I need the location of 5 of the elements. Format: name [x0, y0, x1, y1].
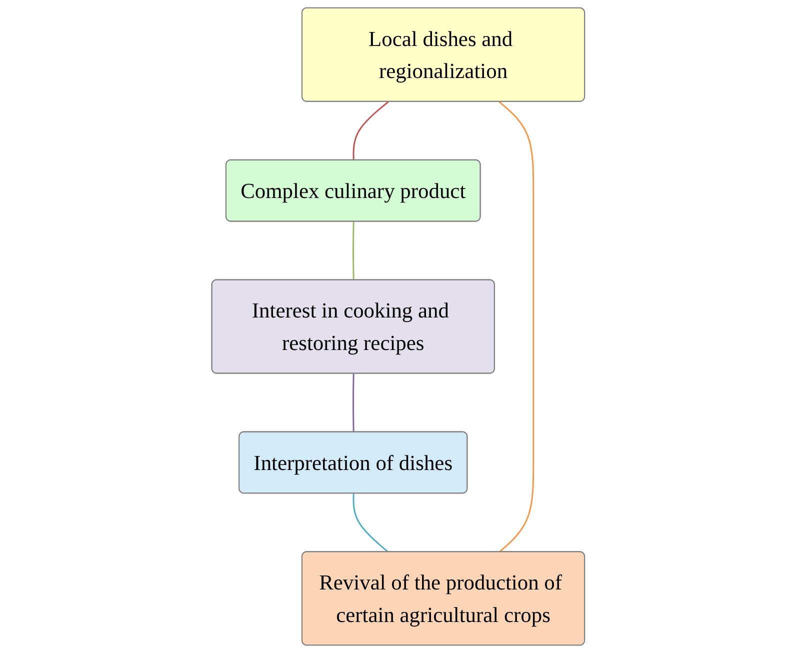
connector — [352, 101, 389, 160]
connector — [352, 374, 354, 432]
connector — [498, 101, 534, 553]
connector — [352, 494, 389, 553]
connector — [352, 222, 354, 280]
